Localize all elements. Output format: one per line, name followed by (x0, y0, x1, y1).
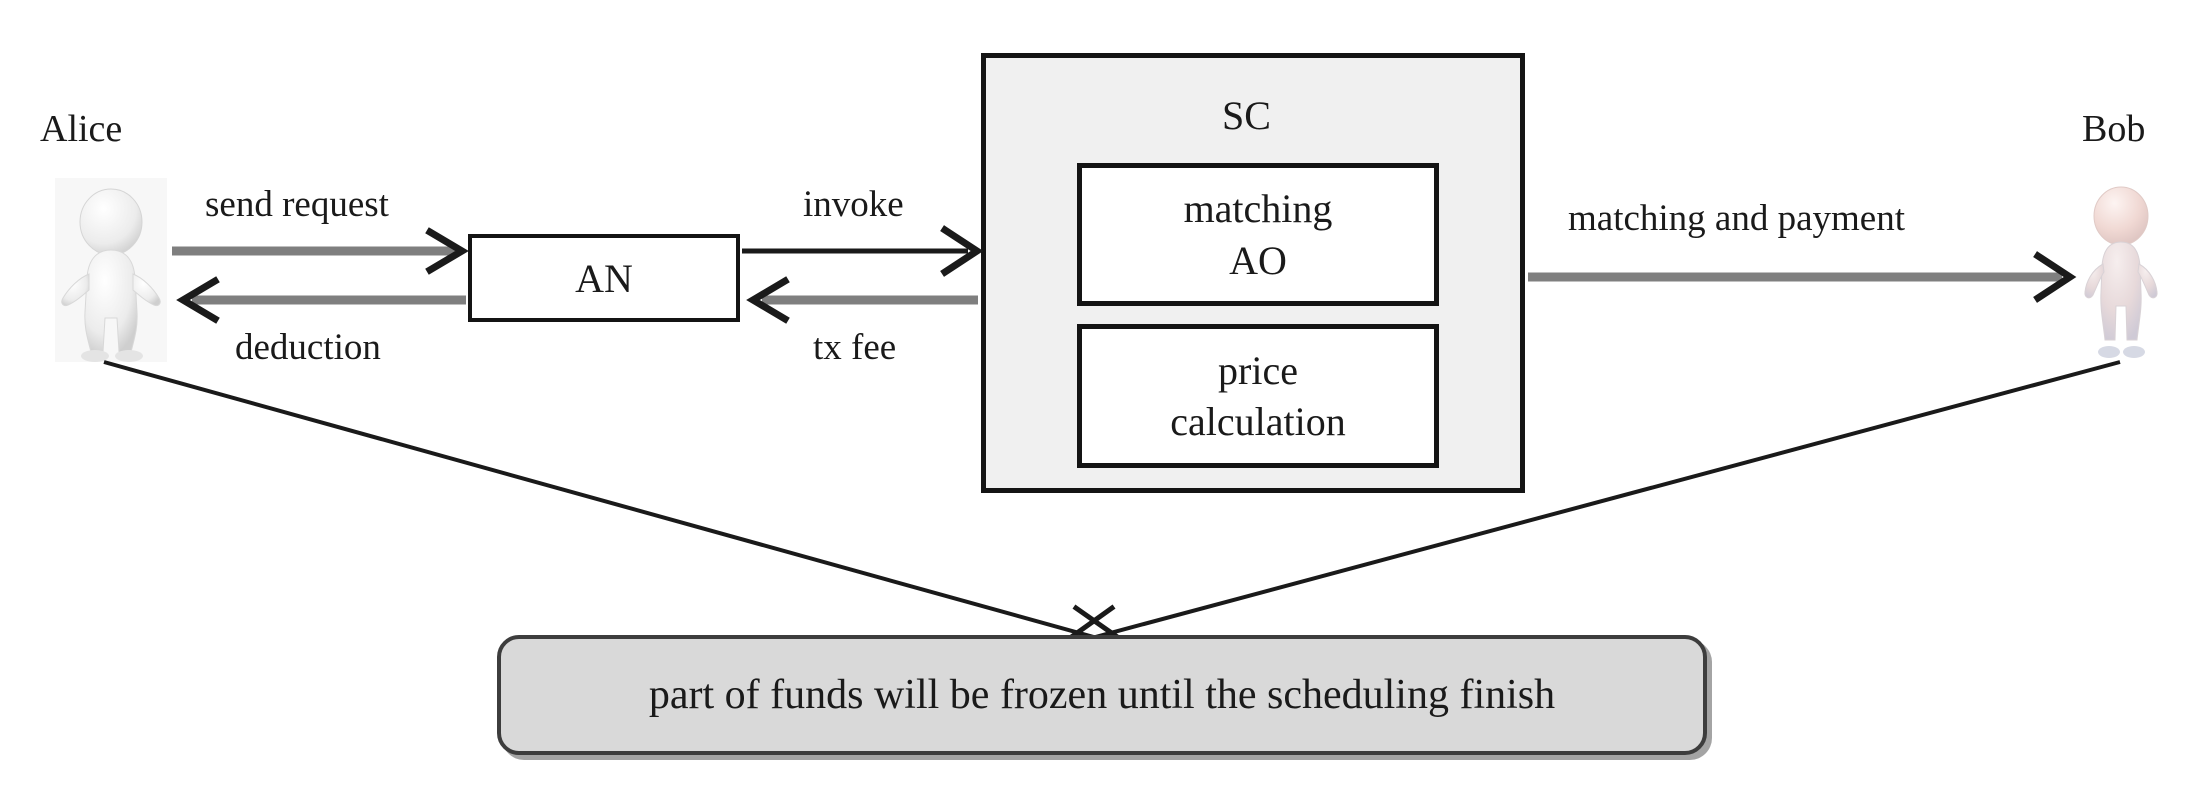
price-calculation-line1: price (1218, 347, 1298, 393)
person-figure-white-icon (55, 178, 167, 362)
person-figure-pink-icon (2078, 180, 2164, 362)
an-box: AN (468, 234, 740, 322)
frozen-funds-note: part of funds will be frozen until the s… (497, 635, 1707, 755)
edge-alice-to-note (103, 360, 1140, 663)
edge-label-tx-fee: tx fee (813, 327, 897, 368)
edge-bob-to-note (1049, 360, 2121, 663)
edge-matching-and-payment (1528, 251, 2077, 303)
edge-label-invoke: invoke (803, 184, 904, 225)
price-calculation-label: price calculation (1170, 345, 1345, 447)
edge-invoke (742, 225, 984, 277)
edge-deduction (176, 276, 466, 324)
edge-send-request (172, 227, 469, 275)
matching-ao-box: matching AO (1077, 163, 1439, 306)
matching-ao-line1: matching (1183, 186, 1333, 232)
edge-label-send-request: send request (205, 184, 389, 225)
actor-label-alice: Alice (40, 108, 123, 150)
price-calculation-line2: calculation (1170, 399, 1346, 444)
edge-tx-fee (746, 276, 978, 324)
edge-label-deduction: deduction (235, 327, 381, 368)
sc-label: SC (1222, 93, 1271, 138)
actor-label-bob: Bob (2082, 108, 2146, 150)
matching-ao-line2: AO (1229, 237, 1287, 283)
frozen-funds-note-text: part of funds will be frozen until the s… (648, 672, 1556, 718)
price-calculation-box: price calculation (1077, 324, 1439, 468)
edge-label-matching-and-payment: matching and payment (1568, 198, 1906, 239)
an-label: AN (575, 255, 633, 301)
matching-ao-label: matching AO (1184, 183, 1333, 285)
